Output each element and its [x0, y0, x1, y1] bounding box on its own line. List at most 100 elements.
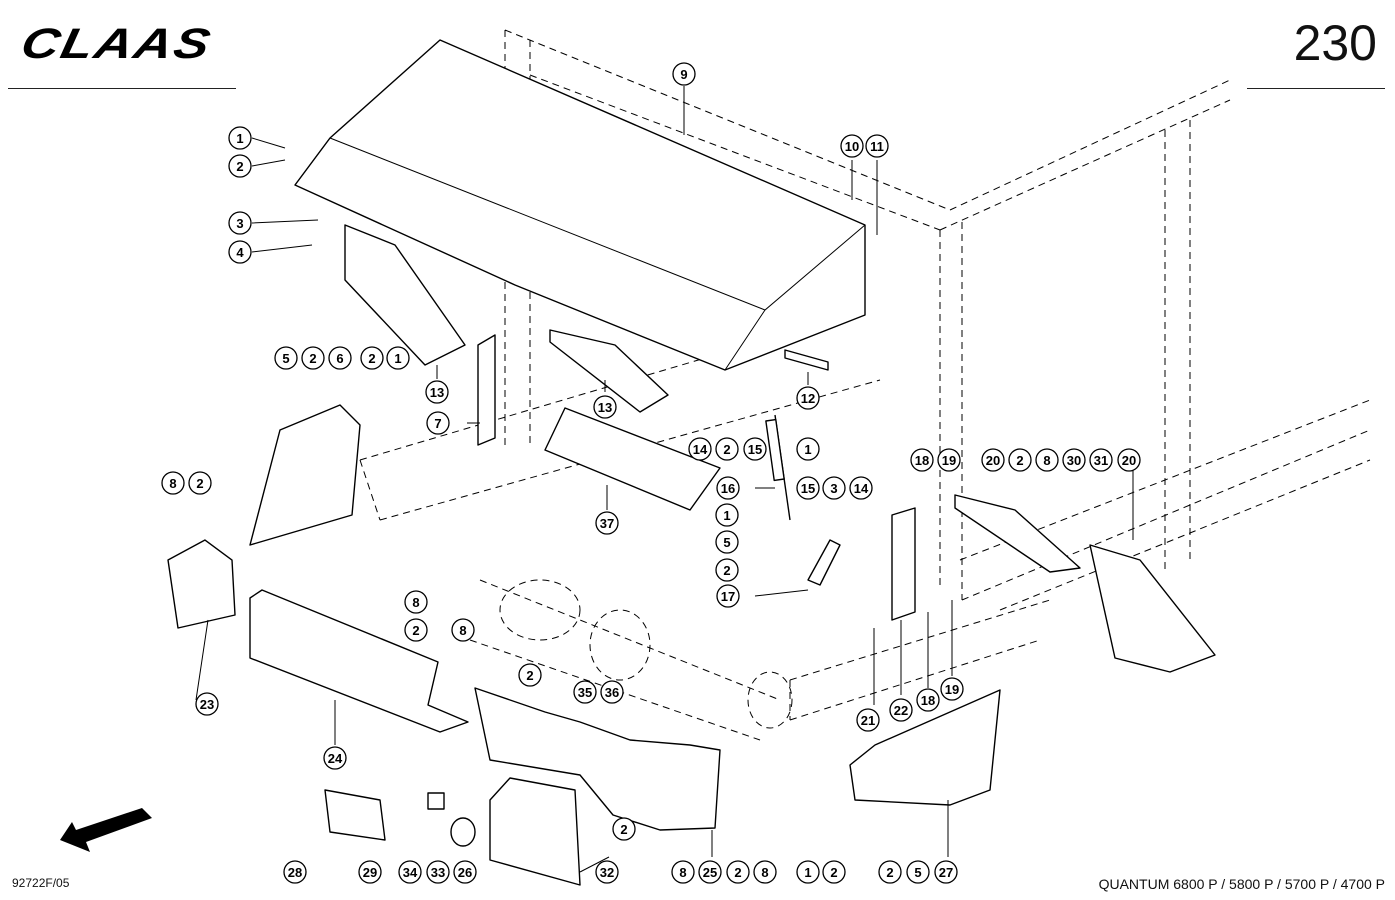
callout-circle	[716, 476, 740, 500]
callout-label: 30	[1067, 453, 1081, 468]
callout-circle	[161, 471, 185, 495]
callout-5: 5	[906, 860, 930, 884]
header-rule-left	[8, 88, 236, 89]
callout-circle	[865, 134, 889, 158]
callout-circle	[715, 437, 739, 461]
deflector-plate	[249, 404, 361, 546]
callout-label: 23	[200, 697, 214, 712]
callout-circle	[360, 346, 384, 370]
callout-5: 5	[715, 530, 739, 554]
callout-label: 19	[942, 453, 956, 468]
callout-20: 20	[981, 448, 1005, 472]
callout-label: 29	[363, 865, 377, 880]
callout-label: 5	[282, 351, 289, 366]
clamp-block	[427, 792, 445, 810]
callout-circle	[849, 476, 873, 500]
callout-circle	[796, 476, 820, 500]
callout-14: 14	[688, 437, 712, 461]
callout-circle	[822, 860, 846, 884]
callout-label: 28	[288, 865, 302, 880]
callout-circle	[916, 688, 940, 712]
callout-circle	[600, 680, 624, 704]
left-guard	[167, 539, 236, 629]
callout-label: 9	[680, 67, 687, 82]
callout-23: 23	[195, 692, 219, 716]
callout-circle	[1008, 448, 1032, 472]
callout-33: 33	[426, 860, 450, 884]
callout-circle	[283, 860, 307, 884]
callout-circle	[688, 437, 712, 461]
callout-label: 8	[679, 865, 686, 880]
callout-3: 3	[822, 476, 846, 500]
callout-circle	[856, 708, 880, 732]
callout-8: 8	[753, 860, 777, 884]
callout-29: 29	[358, 860, 382, 884]
callout-label: 20	[986, 453, 1000, 468]
callout-label: 2	[412, 623, 419, 638]
callout-circle	[426, 860, 450, 884]
callout-circle	[934, 860, 958, 884]
callout-circle	[228, 211, 252, 235]
callout-label: 3	[236, 216, 243, 231]
callout-circle	[518, 663, 542, 687]
callout-circle	[715, 503, 739, 527]
callout-circle	[796, 860, 820, 884]
callout-circle	[358, 860, 382, 884]
direction-arrow-icon	[60, 808, 152, 852]
callout-label: 24	[328, 751, 343, 766]
callout-15: 15	[743, 437, 767, 461]
callout-1: 1	[796, 437, 820, 461]
bracket-frame	[474, 687, 721, 831]
callout-circle	[188, 471, 212, 495]
callout-21: 21	[856, 708, 880, 732]
callout-label: 2	[368, 351, 375, 366]
callout-circle	[612, 817, 636, 841]
callout-label: 37	[600, 516, 614, 531]
callout-2: 2	[612, 817, 636, 841]
machine-frame-outline	[359, 29, 1371, 741]
callout-31: 31	[1089, 448, 1113, 472]
callout-circle	[910, 448, 934, 472]
callout-label: 25	[703, 865, 717, 880]
callout-circle	[726, 860, 750, 884]
callout-37: 37	[595, 511, 619, 535]
lower-tray	[544, 407, 721, 511]
callout-15: 15	[796, 476, 820, 500]
callout-9: 9	[672, 62, 696, 86]
callout-label: 2	[723, 442, 730, 457]
callout-label: 11	[870, 139, 884, 154]
lower-right-shield	[849, 689, 1001, 806]
callout-circle	[595, 511, 619, 535]
callout-label: 16	[721, 481, 735, 496]
callout-circle	[404, 590, 428, 614]
callout-label: 2	[620, 822, 627, 837]
callout-10: 10	[840, 134, 864, 158]
side-chute-panel	[344, 224, 669, 413]
knob	[450, 817, 476, 847]
callout-circle	[743, 437, 767, 461]
callout-20: 20	[1117, 448, 1141, 472]
callout-circle	[453, 860, 477, 884]
callout-19: 19	[940, 677, 964, 701]
callout-label: 2	[830, 865, 837, 880]
callout-label: 8	[761, 865, 768, 880]
vertical-strip	[477, 334, 496, 446]
callout-18: 18	[910, 448, 934, 472]
callout-label: 17	[721, 589, 735, 604]
callout-label: 34	[403, 865, 418, 880]
callout-19: 19	[937, 448, 961, 472]
callout-17: 17	[716, 584, 740, 608]
callout-label: 22	[894, 703, 908, 718]
hood-cover	[294, 39, 866, 371]
callout-circle	[228, 154, 252, 178]
callout-32: 32	[595, 860, 619, 884]
callout-label: 1	[804, 865, 811, 880]
callout-2: 2	[518, 663, 542, 687]
callout-label: 2	[526, 668, 533, 683]
callout-circle	[1089, 448, 1113, 472]
callout-circle	[593, 395, 617, 419]
callout-label: 13	[598, 400, 612, 415]
callout-label: 21	[861, 713, 875, 728]
